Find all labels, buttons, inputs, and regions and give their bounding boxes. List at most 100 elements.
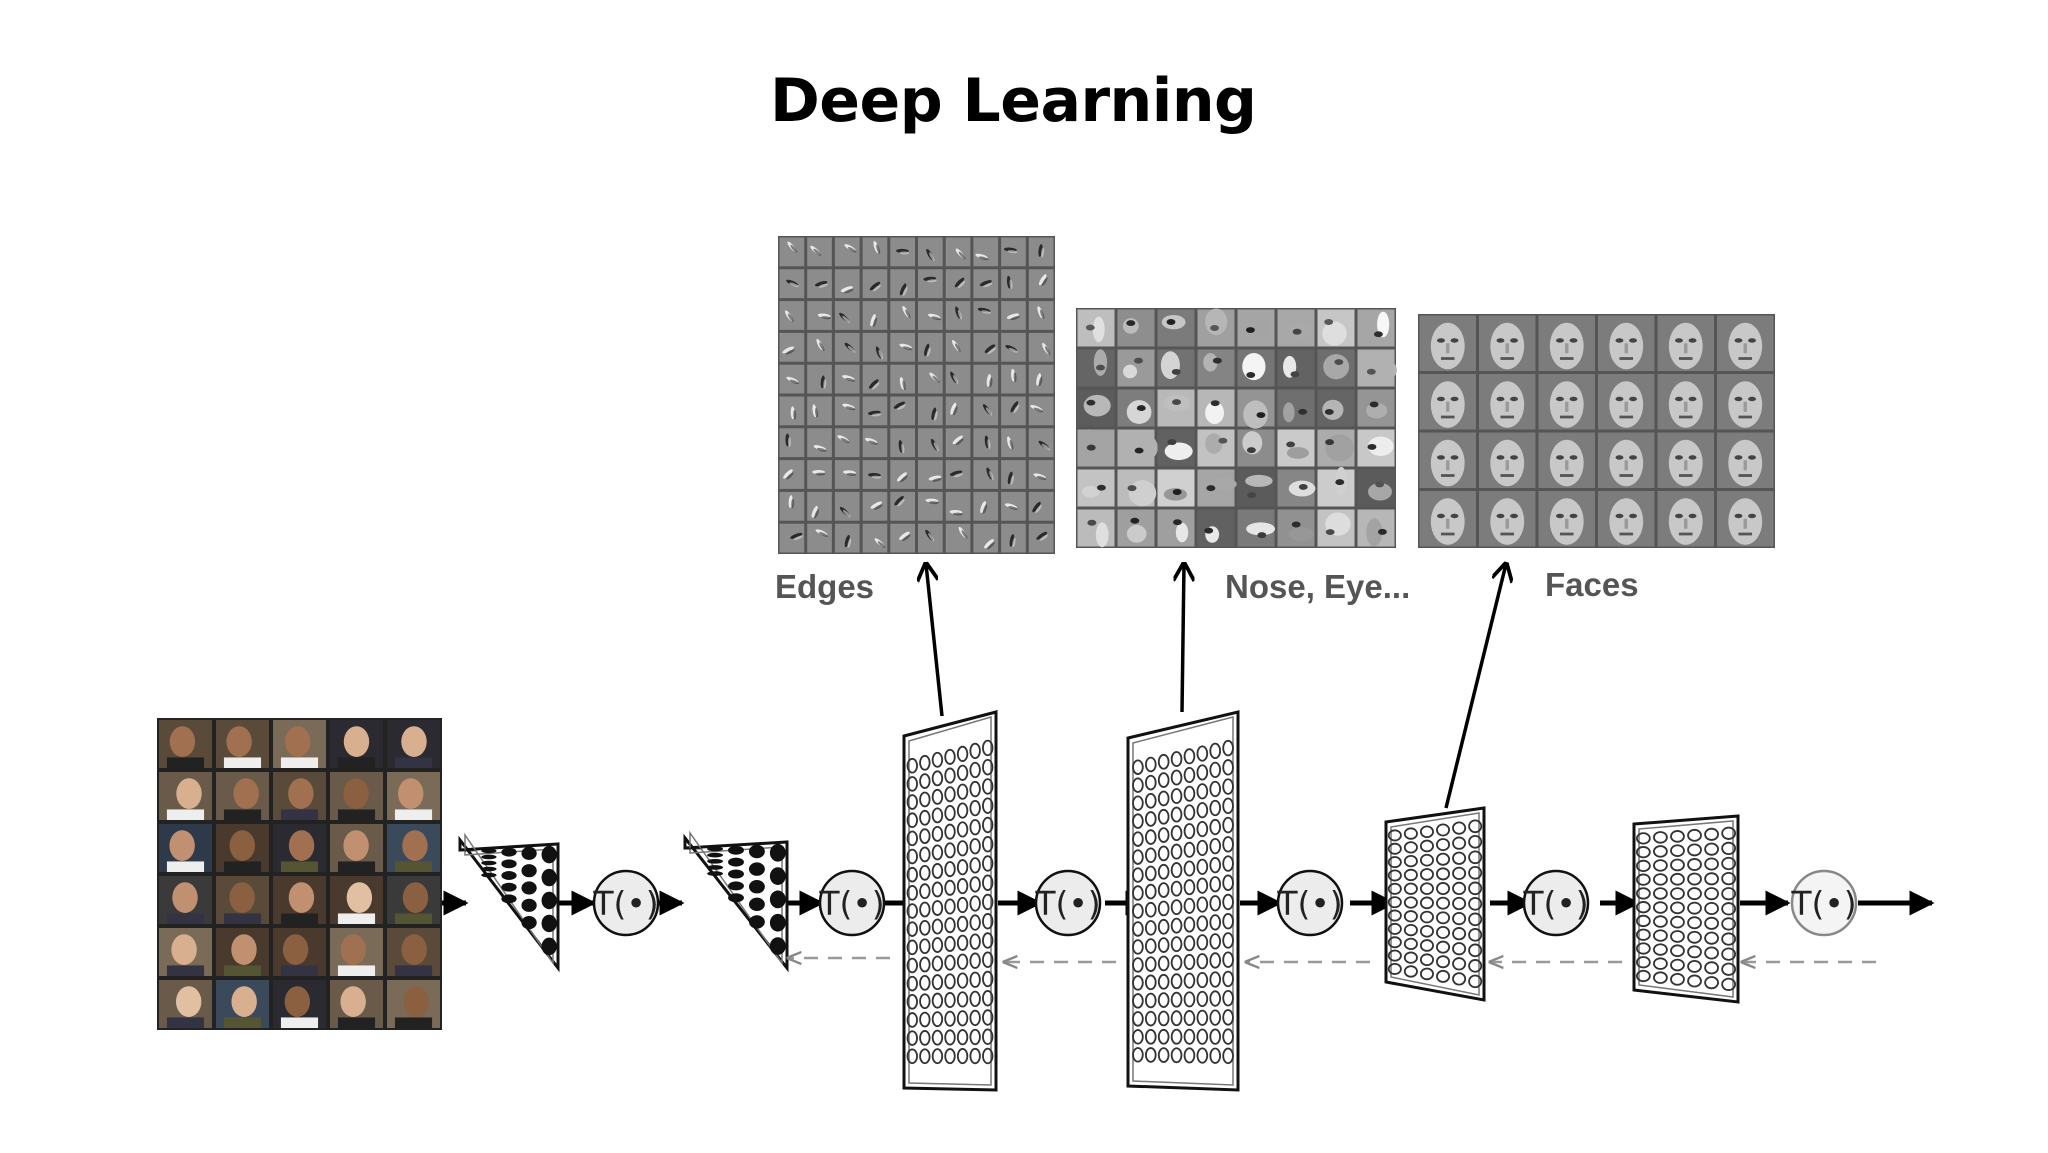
neuron bbox=[1670, 830, 1685, 843]
feature-arrow bbox=[926, 564, 944, 717]
neuron bbox=[1452, 851, 1467, 865]
neuron bbox=[1144, 956, 1157, 972]
neuron bbox=[1452, 866, 1467, 880]
neuron bbox=[1196, 971, 1209, 989]
feature-cell bbox=[1028, 269, 1054, 299]
faces-feature-panel bbox=[1418, 314, 1775, 548]
neuron bbox=[1452, 881, 1467, 896]
feature-cell bbox=[1197, 429, 1235, 467]
input-face-tile bbox=[216, 980, 269, 1028]
neuron bbox=[969, 914, 981, 931]
neuron bbox=[956, 972, 969, 989]
neuron bbox=[969, 761, 981, 779]
neuron bbox=[748, 915, 765, 929]
feature-cell bbox=[1197, 349, 1235, 387]
feature-cell bbox=[973, 428, 999, 458]
neuron bbox=[1196, 820, 1209, 838]
neuron bbox=[1721, 932, 1737, 946]
neuron bbox=[1452, 896, 1467, 911]
feature-cell bbox=[834, 364, 860, 394]
neuron bbox=[1170, 899, 1183, 916]
neuron bbox=[982, 816, 994, 834]
neuron bbox=[1687, 858, 1702, 871]
neuron bbox=[1387, 896, 1402, 909]
neuron bbox=[1157, 882, 1170, 898]
feature-cell bbox=[1717, 491, 1774, 547]
neuron bbox=[944, 954, 956, 971]
feature-cell bbox=[918, 237, 943, 267]
neuron bbox=[1132, 885, 1144, 901]
transform-node: T(•) bbox=[818, 869, 886, 937]
feature-cell bbox=[918, 491, 943, 521]
neuron bbox=[1403, 910, 1418, 923]
neuron bbox=[1721, 856, 1737, 871]
neuron bbox=[1387, 949, 1402, 962]
neuron bbox=[1132, 939, 1144, 955]
neuron bbox=[1170, 954, 1183, 971]
neuron bbox=[1144, 829, 1157, 845]
neuron bbox=[1635, 956, 1651, 969]
neuron bbox=[1209, 1047, 1222, 1064]
neuron bbox=[919, 754, 931, 771]
feature-cell bbox=[1197, 509, 1235, 547]
neuron bbox=[1419, 924, 1434, 938]
input-face-tile bbox=[216, 876, 269, 924]
neuron bbox=[1687, 843, 1702, 857]
neuron bbox=[1635, 942, 1651, 955]
label-nose-eye: Nose, Eye... bbox=[1225, 568, 1411, 605]
neuron bbox=[1403, 882, 1418, 895]
feature-cell bbox=[890, 523, 915, 553]
neuron bbox=[956, 896, 969, 914]
feature-cell bbox=[973, 523, 999, 553]
neuron bbox=[1183, 766, 1196, 784]
neuron bbox=[1468, 881, 1483, 896]
feature-cell bbox=[945, 491, 971, 521]
feature-cell bbox=[1001, 523, 1026, 553]
neuron bbox=[944, 748, 956, 765]
neuron bbox=[982, 874, 994, 891]
input-face-tile bbox=[330, 980, 383, 1028]
neuron bbox=[969, 971, 981, 988]
feature-cell bbox=[862, 523, 888, 553]
feature-cell bbox=[1237, 429, 1275, 467]
feature-cell bbox=[918, 269, 943, 299]
feature-cell bbox=[1357, 389, 1395, 427]
neuron bbox=[1468, 928, 1483, 942]
neuron bbox=[481, 860, 497, 866]
neuron bbox=[1387, 882, 1402, 895]
neuron bbox=[1196, 1047, 1209, 1064]
neuron bbox=[1209, 895, 1222, 912]
neuron bbox=[944, 917, 956, 934]
neuron bbox=[956, 991, 969, 1008]
feature-cell bbox=[1117, 389, 1155, 427]
input-face-tile bbox=[330, 876, 383, 924]
feature-cell bbox=[1077, 469, 1115, 507]
feature-cell bbox=[1077, 309, 1115, 347]
neuron bbox=[1635, 846, 1651, 859]
neuron bbox=[969, 990, 981, 1007]
neuron bbox=[1183, 1028, 1196, 1045]
neuron bbox=[982, 739, 994, 757]
input-face-tile bbox=[273, 772, 326, 820]
neuron bbox=[1222, 759, 1234, 776]
neuron bbox=[982, 1047, 994, 1065]
neuron bbox=[1468, 819, 1483, 834]
neuron bbox=[1209, 780, 1222, 798]
feature-cell bbox=[862, 396, 888, 426]
neuron bbox=[969, 742, 981, 760]
neuron bbox=[541, 937, 557, 956]
neuron bbox=[1222, 970, 1234, 988]
neuron bbox=[1468, 897, 1483, 911]
edges-feature-panel bbox=[778, 236, 1055, 554]
feature-cell bbox=[945, 460, 971, 489]
neuron bbox=[1144, 865, 1157, 882]
neuron bbox=[906, 975, 918, 992]
neuron bbox=[1704, 916, 1719, 930]
feature-cell bbox=[1598, 491, 1655, 547]
neuron bbox=[1653, 845, 1668, 858]
label-edges: Edges bbox=[775, 568, 875, 605]
neuron bbox=[1222, 778, 1234, 795]
neuron bbox=[1436, 911, 1451, 925]
neuron bbox=[1209, 1009, 1222, 1026]
neuron bbox=[1170, 806, 1183, 823]
